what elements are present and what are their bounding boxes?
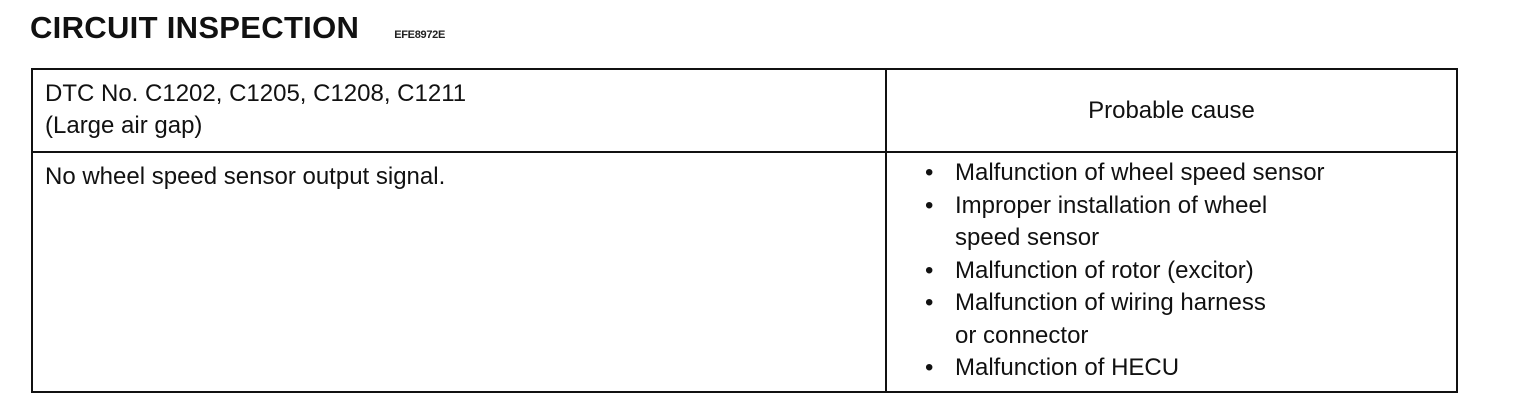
cause-text: Malfunction of wiring harness or connecto… <box>955 287 1456 352</box>
cause-text: Malfunction of wheel speed sensor <box>955 157 1456 190</box>
list-item: • Improper installation of wheel speed sen… <box>925 190 1456 255</box>
table-row: No wheel speed sensor output signal. • Ma… <box>31 151 1458 393</box>
probable-cause-list: • Malfunction of wheel speed sensor • Impro… <box>925 157 1456 385</box>
bullet-icon: • <box>925 354 934 381</box>
table-header-row: DTC No. C1202, C1205, C1208, C1211 (Larg… <box>31 68 1458 153</box>
section-heading: CIRCUIT INSPECTION EFE8972E <box>30 10 445 46</box>
detection-condition-cell: No wheel speed sensor output signal. <box>31 151 887 393</box>
section-title: CIRCUIT INSPECTION <box>30 10 360 45</box>
list-item: • Malfunction of wheel speed sensor <box>925 157 1456 190</box>
dtc-table: DTC No. C1202, C1205, C1208, C1211 (Larg… <box>31 68 1458 393</box>
cause-line: or connector <box>955 321 1089 349</box>
detection-condition-text: No wheel speed sensor output signal. <box>45 163 446 190</box>
list-item: • Malfunction of rotor (excitor) <box>925 255 1456 288</box>
probable-cause-cell: • Malfunction of wheel speed sensor • Impro… <box>885 151 1458 393</box>
cause-text: Improper installation of wheel speed sens… <box>955 190 1456 255</box>
list-item: • Malfunction of HECU <box>925 352 1456 385</box>
cause-text: Malfunction of HECU <box>955 352 1456 385</box>
cause-line: Improper installation of wheel <box>955 191 1268 219</box>
dtc-header-cell: DTC No. C1202, C1205, C1208, C1211 (Larg… <box>31 68 887 153</box>
cause-line: Malfunction of rotor (excitor) <box>955 256 1254 284</box>
cause-line: speed sensor <box>955 224 1100 251</box>
probable-cause-header: Probable cause <box>885 68 1458 153</box>
list-item: • Malfunction of wiring harness or connect… <box>925 287 1456 352</box>
bullet-icon: • <box>925 289 934 316</box>
cause-line: Malfunction of wheel speed sensor <box>955 159 1325 186</box>
cause-text: Malfunction of rotor (excitor) <box>955 255 1456 288</box>
dtc-condition: (Large air gap) <box>45 112 203 139</box>
bullet-icon: • <box>925 256 934 284</box>
bullet-icon: • <box>925 191 934 219</box>
reference-code: EFE8972E <box>394 29 446 41</box>
cause-line: Malfunction of HECU <box>955 354 1180 381</box>
bullet-icon: • <box>925 159 934 186</box>
cause-line: Malfunction of wiring harness <box>955 289 1266 316</box>
dtc-numbers: DTC No. C1202, C1205, C1208, C1211 <box>45 80 467 107</box>
